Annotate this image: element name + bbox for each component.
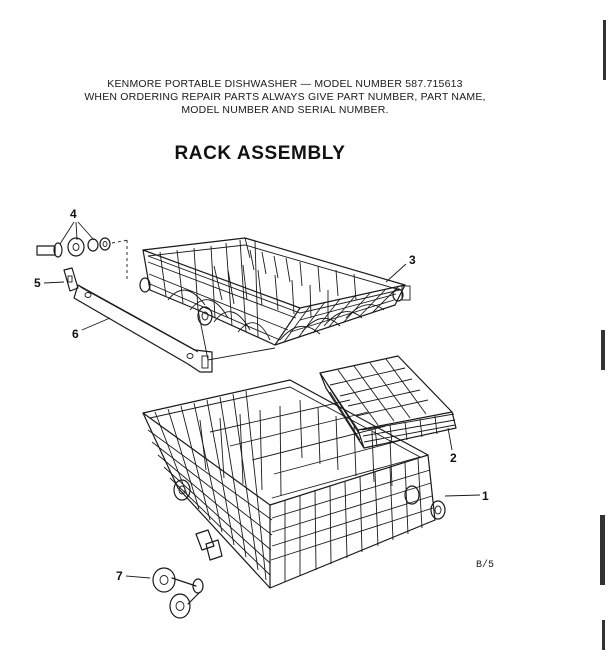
callout-number: 7 (116, 569, 123, 583)
callout-2: 2 (447, 427, 457, 465)
header-line-1: KENMORE PORTABLE DISHWASHER — MODEL NUMB… (107, 78, 463, 90)
callout-number: 6 (72, 327, 79, 341)
part-3-upper-rack (139, 237, 411, 361)
page-code: B/5 (476, 560, 495, 571)
part-2-silverware-basket (319, 355, 457, 449)
callout-number: 2 (450, 451, 457, 465)
part-4-bolt-washers (36, 237, 129, 282)
scan-edge-mark (600, 515, 605, 585)
part-5-clip (63, 267, 79, 292)
header-line-3: MODEL NUMBER AND SERIAL NUMBER. (181, 104, 389, 116)
callout-number: 4 (70, 207, 77, 221)
callout-6: 6 (72, 317, 111, 341)
callout-7: 7 (116, 569, 151, 583)
callout-5: 5 (34, 276, 65, 290)
callout-number: 5 (34, 276, 41, 290)
callout-number: 3 (409, 253, 416, 267)
header-line-2: WHEN ORDERING REPAIR PARTS ALWAYS GIVE P… (84, 91, 486, 103)
part-6-rail (73, 284, 213, 373)
part-1-lower-rack (142, 379, 446, 589)
callout-4: 4 (59, 207, 95, 245)
part-7-roller-wheels (152, 529, 223, 619)
callout-1: 1 (444, 489, 489, 503)
scan-edge-mark (601, 330, 605, 370)
header-text: KENMORE PORTABLE DISHWASHER — MODEL NUMB… (40, 78, 530, 117)
callout-3: 3 (385, 253, 416, 283)
scan-edge-mark (603, 20, 606, 80)
scan-edge-mark (602, 620, 605, 650)
callout-number: 1 (482, 489, 489, 503)
page-title: RACK ASSEMBLY (174, 143, 346, 164)
